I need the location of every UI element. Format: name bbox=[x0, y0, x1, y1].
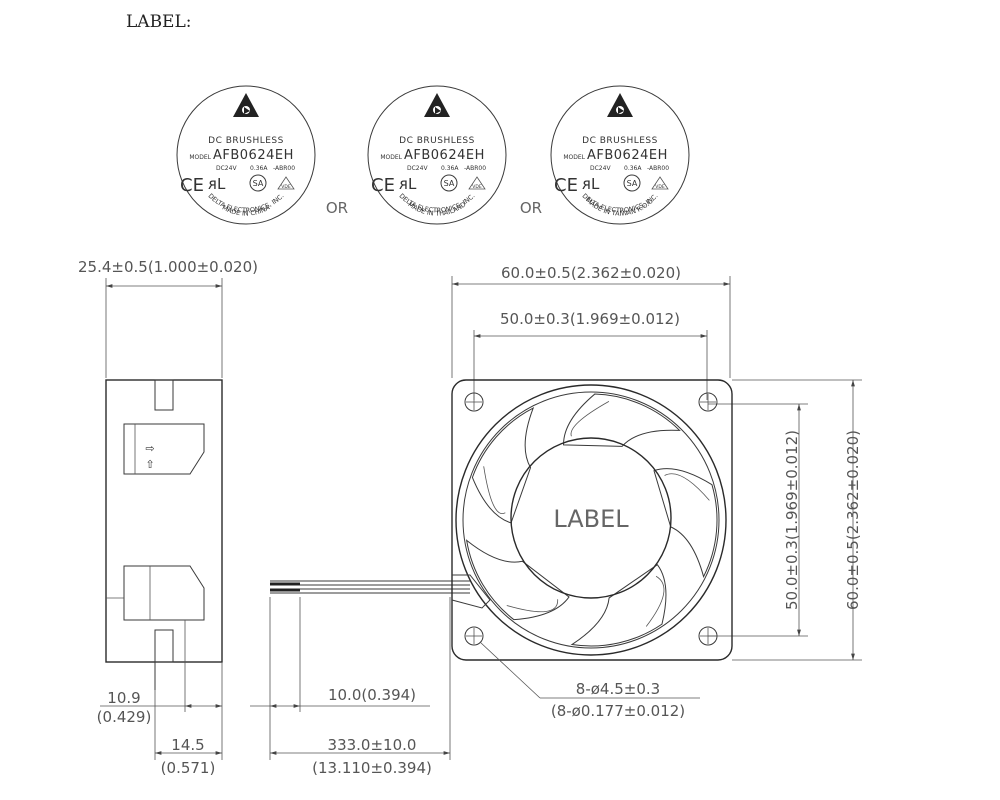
mount-hole bbox=[464, 392, 484, 412]
label-voltage: DC24V bbox=[407, 165, 428, 172]
front-hole-spacing-v-dim: 50.0±0.3(1.969±0.012) bbox=[783, 430, 801, 610]
label-voltage: DC24V bbox=[216, 165, 237, 172]
vde-mark-icon: VDE bbox=[277, 176, 295, 190]
fan-blade bbox=[465, 539, 570, 621]
delta-logo-icon bbox=[233, 93, 259, 117]
lead-wires: 10.0(0.394) 333.0±10.0 (13.110±0.394) bbox=[250, 580, 470, 777]
label-code: -ABR00 bbox=[464, 165, 486, 172]
label-type: DC BRUSHLESS bbox=[208, 136, 284, 146]
ce-mark-icon: CE bbox=[180, 175, 204, 196]
fan-blade bbox=[563, 393, 681, 447]
label-current: 0.36A bbox=[250, 165, 268, 172]
svg-text:SA: SA bbox=[444, 179, 455, 188]
label-model-prefix: MODEL bbox=[380, 154, 402, 161]
label-current: 0.36A bbox=[624, 165, 642, 172]
side-width-dim: 25.4±0.5(1.000±0.020) bbox=[78, 258, 258, 276]
mount-hole bbox=[698, 626, 718, 646]
fan-blade-edge bbox=[645, 575, 665, 627]
fan-blade bbox=[570, 563, 667, 647]
label-model-prefix: MODEL bbox=[563, 154, 585, 161]
label-current: 0.36A bbox=[441, 165, 459, 172]
ce-mark-icon: CE bbox=[554, 175, 578, 196]
front-height-dim: 60.0±0.5(2.362±0.020) bbox=[844, 430, 862, 610]
label-code: -ABR00 bbox=[273, 165, 295, 172]
ul-mark-icon: ᴙL bbox=[399, 175, 417, 193]
label-header: LABEL: bbox=[126, 12, 192, 32]
rotation-arrow-icon: ⇧ bbox=[145, 458, 154, 471]
front-view: 60.0±0.5(2.362±0.020) 50.0±0.3(1.969±0.0… bbox=[451, 264, 862, 720]
side-offset-dim-in: (0.429) bbox=[97, 708, 152, 726]
or-separator-1: OR bbox=[326, 199, 348, 217]
fan-blade bbox=[471, 407, 535, 524]
label-type: DC BRUSHLESS bbox=[582, 136, 658, 146]
side-bottom-dim: 14.5 bbox=[171, 736, 204, 754]
side-bottom-dim-in: (0.571) bbox=[161, 759, 216, 777]
side-view: 25.4±0.5(1.000±0.020) ⇨ ⇧ 10.9 (0.429) 1… bbox=[78, 258, 258, 777]
svg-text:VDE: VDE bbox=[472, 184, 482, 190]
label-model: AFB0624EH bbox=[404, 148, 485, 163]
csa-mark-icon: SA bbox=[440, 174, 458, 192]
label-model-prefix: MODEL bbox=[189, 154, 211, 161]
label-voltage: DC24V bbox=[590, 165, 611, 172]
fan-blade-edge bbox=[483, 466, 506, 514]
or-separator-2: OR bbox=[520, 199, 542, 217]
csa-mark-icon: SA bbox=[249, 174, 267, 192]
fan-hub bbox=[510, 437, 672, 599]
label-disc-3: DC BRUSHLESS MODEL AFB0624EH DC24V 0.36A… bbox=[550, 85, 690, 225]
vde-mark-icon: VDE bbox=[468, 176, 486, 190]
delta-logo-icon bbox=[424, 93, 450, 117]
csa-mark-icon: SA bbox=[623, 174, 641, 192]
svg-text:VDE: VDE bbox=[281, 184, 291, 190]
wire-strip-dim: 10.0(0.394) bbox=[328, 686, 416, 704]
label-disc-2: DC BRUSHLESS MODEL AFB0624EH DC24V 0.36A… bbox=[367, 85, 507, 225]
hole-dim: 8-ø4.5±0.3 bbox=[576, 680, 660, 698]
fan-blade-edge bbox=[570, 400, 610, 437]
label-model: AFB0624EH bbox=[587, 148, 668, 163]
hole-dim-in: (8-ø0.177±0.012) bbox=[551, 702, 685, 720]
label-type: DC BRUSHLESS bbox=[399, 136, 475, 146]
svg-text:SA: SA bbox=[253, 179, 264, 188]
mount-hole bbox=[698, 392, 718, 412]
ul-mark-icon: ᴙL bbox=[208, 175, 226, 193]
vde-mark-icon: VDE bbox=[651, 176, 669, 190]
svg-text:SA: SA bbox=[627, 179, 638, 188]
wire-length-dim-in: (13.110±0.394) bbox=[312, 759, 432, 777]
front-hole-spacing-dim: 50.0±0.3(1.969±0.012) bbox=[500, 310, 680, 328]
fan-blade-edge bbox=[664, 473, 710, 501]
ce-mark-icon: CE bbox=[371, 175, 395, 196]
front-width-dim: 60.0±0.5(2.362±0.020) bbox=[501, 264, 681, 282]
svg-text:VDE: VDE bbox=[655, 184, 665, 190]
ul-mark-icon: ᴙL bbox=[582, 175, 600, 193]
label-code: -ABR00 bbox=[647, 165, 669, 172]
label-disc-1: DC BRUSHLESS MODEL AFB0624EH DC24V 0.36A… bbox=[176, 85, 316, 225]
label-model: AFB0624EH bbox=[213, 148, 294, 163]
airflow-arrow-icon: ⇨ bbox=[145, 442, 154, 455]
side-offset-dim: 10.9 bbox=[107, 689, 140, 707]
fan-blades bbox=[465, 393, 718, 647]
fan-blade bbox=[653, 468, 718, 578]
wire-length-dim: 333.0±10.0 bbox=[328, 736, 417, 754]
fan-blade-edge bbox=[506, 599, 559, 613]
hub-label: LABEL bbox=[553, 505, 629, 533]
mount-hole bbox=[464, 626, 484, 646]
delta-logo-icon bbox=[607, 93, 633, 117]
